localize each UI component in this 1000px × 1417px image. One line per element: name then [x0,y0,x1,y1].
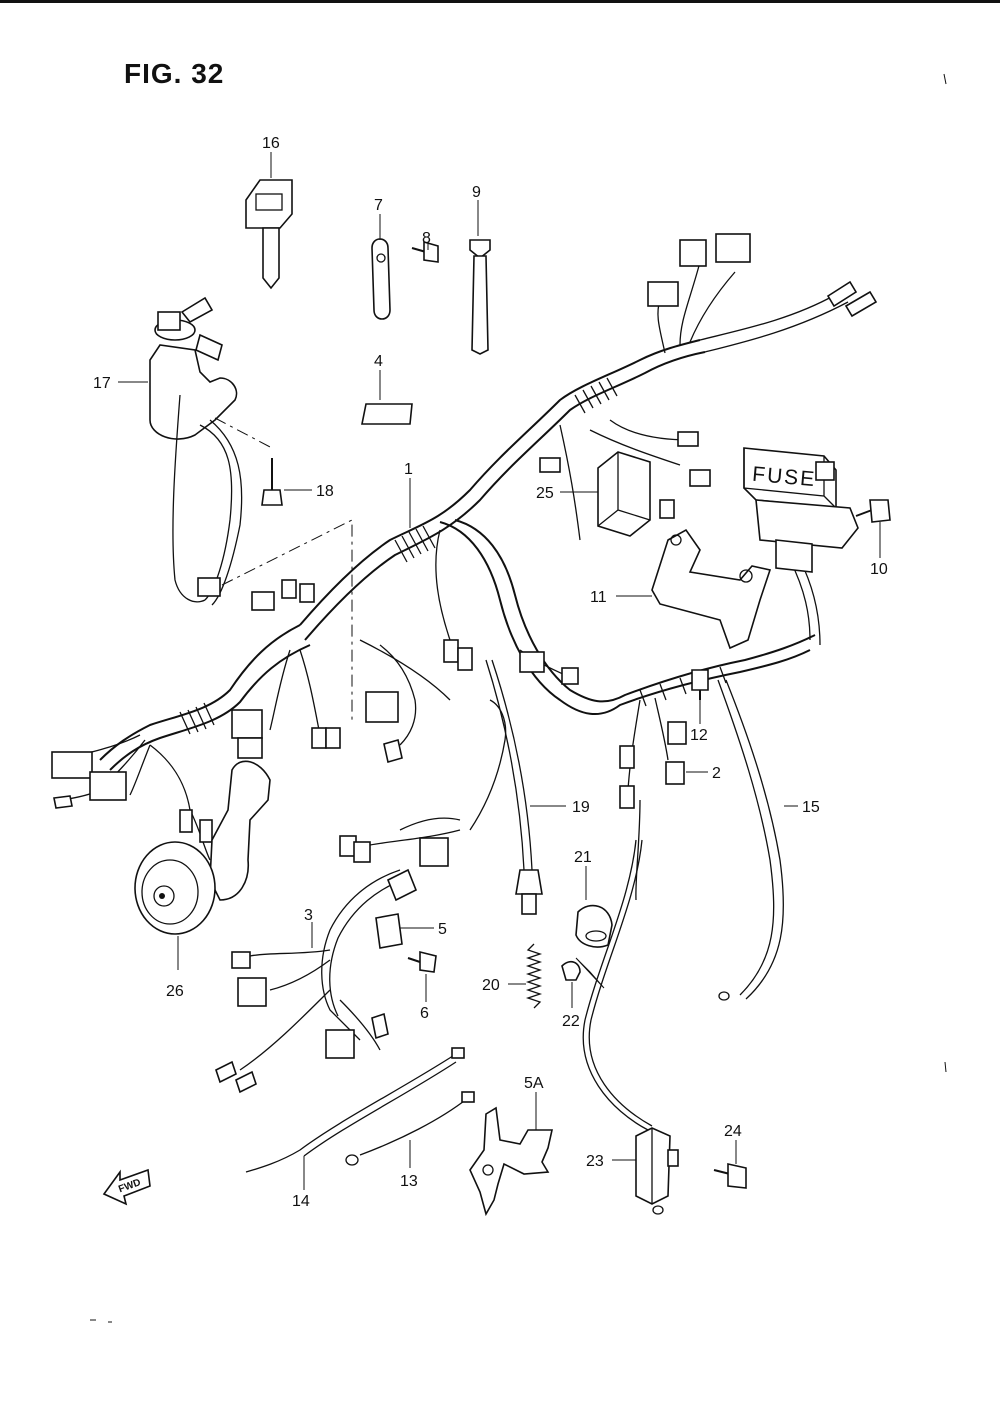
svg-text:20: 20 [482,977,500,994]
svg-text:1: 1 [404,461,413,478]
pad-4: 4 [361,353,413,425]
lead-wire-13: 13 [345,1091,475,1190]
svg-text:9: 9 [472,184,481,201]
svg-text:17: 17 [93,375,111,392]
main-wiring-harness [99,261,849,901]
svg-text:7: 7 [374,197,383,214]
svg-text:13: 13 [400,1173,418,1190]
svg-text:8: 8 [422,230,431,247]
left-harness-connectors [51,734,213,861]
svg-text:3: 3 [304,907,313,924]
sub-harness-connectors [339,699,507,867]
screw-8: 8 [411,230,439,263]
svg-text:5: 5 [438,921,447,938]
svg-text:15: 15 [802,799,820,816]
sensor-23: 23 [582,839,679,1215]
svg-text:5A: 5A [524,1075,544,1092]
screw-10: 10 [855,499,891,578]
svg-text:21: 21 [574,849,592,866]
svg-text:24: 24 [724,1123,742,1140]
wire-15: 15 [717,679,820,1001]
screw-6: 6 [407,950,437,1022]
screw-22: 22 [561,960,581,1030]
svg-text:16: 16 [262,135,280,152]
svg-text:19: 19 [572,799,590,816]
lead-wire-14: 14 [245,1047,465,1210]
svg-text:25: 25 [536,485,554,502]
clamp-7: 7 [371,197,391,320]
fuse-label: FUSE [751,463,817,491]
bracket-11: 11 [590,528,772,650]
fwd-arrow-icon: FWD [102,1168,151,1206]
dashed-guide-lines [214,417,353,720]
svg-text:22: 22 [562,1013,580,1030]
horn-26: 26 [134,760,271,1000]
cable-tie-9: 9 [469,184,491,355]
svg-text:6: 6 [420,1005,429,1022]
cover-21: 21 [574,849,613,989]
bracket-5a: 5A [469,1075,553,1217]
sub-harness-3: 3 [215,868,418,1094]
relay-25: 25 [536,431,711,537]
scan-marks [90,73,947,1323]
plate-5: 5 [375,913,447,949]
top-border [0,0,1000,3]
fuse-box: FUSE [743,447,859,573]
switch-19: 19 [485,659,590,915]
svg-text:12: 12 [690,727,708,744]
callout-1: 1 [404,461,413,528]
bolt-24: 24 [713,1123,747,1189]
figure-title: FIG. 32 [124,58,225,89]
svg-text:2: 2 [712,765,721,782]
svg-text:14: 14 [292,1193,310,1210]
spring-20: 20 [482,943,543,1009]
center-left-connectors [231,579,579,764]
bolt-18: 18 [261,458,334,506]
connectors-upper-right [647,233,878,318]
svg-text:4: 4 [374,353,383,370]
svg-text:23: 23 [586,1153,604,1170]
svg-text:26: 26 [166,983,184,1000]
ignition-switch-17: 17 [93,296,243,606]
switch-12: 12 [690,669,709,744]
svg-text:10: 10 [870,561,888,578]
svg-text:18: 18 [316,483,334,500]
svg-text:11: 11 [590,589,607,606]
connector-2: 2 [619,721,721,809]
key-16: 16 [245,135,293,290]
